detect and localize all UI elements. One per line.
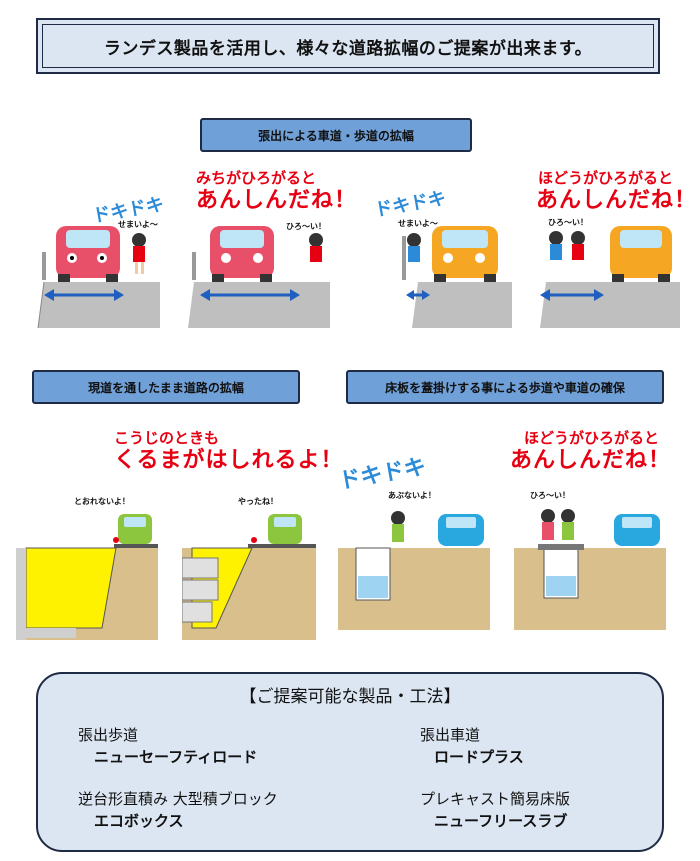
speech-bubble: とおれないよ！ [74,497,130,506]
product-category: プレキャスト簡易床版 [420,790,571,808]
scene-widened-road-pink-car [184,226,330,328]
scene-slab-after [514,509,666,630]
caption-line1: こうじのときも [114,429,220,447]
speech-bubble: ひろ〜い！ [530,491,570,500]
product-name: ロードプラス [434,748,524,766]
scene-road-construction-after [182,514,316,640]
page-title: ランデス製品を活用し、様々な道路拡幅のご提案が出来ます。 [42,24,654,68]
caption-line1: みちがひろがると [196,169,317,187]
caption-line1: ほどうがひろがると [538,169,674,187]
section-label-keep-road: 現道を通したまま道路の拡幅 [32,370,300,404]
header-banner: ランデス製品を活用し、様々な道路拡幅のご提案が出来ます。 [36,18,660,74]
speech-bubble: やったね！ [238,497,278,506]
speech-bubble: ひろ〜い！ [548,218,588,227]
speech-bubble: あぶないよ！ [388,491,436,500]
scene-widened-sidewalk-orange-car [534,226,680,328]
proposal-box: 【ご提案可能な製品・工法】 張出歩道 ニューセーフティロード 張出車道 ロードプ… [36,672,664,852]
product-name: ニューセーフティロード [94,748,258,766]
product-category: 張出車道 [420,726,481,744]
caption-line2: くるまがはしれるよ！ [114,448,344,473]
scene-road-construction-before [16,514,158,640]
product-name: ニューフリースラブ [434,812,568,830]
caption-line1: ほどうがひろがると [524,429,660,447]
scene-narrow-road-pink-car [14,226,160,328]
speech-bubble: ひろ〜い！ [286,222,326,231]
doki-doki-text: ドキドキ [336,454,428,495]
caption-line2: あんしんだね！ [536,188,698,213]
section-label-slab: 床板を蓋掛けする事による歩道や車道の確保 [346,370,664,404]
scene-narrow-sidewalk-orange-car [366,226,512,328]
caption-line2: あんしんだね！ [196,188,358,213]
speech-bubble: せまいよ〜 [118,220,158,229]
product-category: 逆台形直積み 大型積ブロック [78,790,278,808]
caption-line2: あんしんだね！ [510,448,672,473]
proposal-title: 【ご提案可能な製品・工法】 [239,687,461,707]
section-label-overhang: 張出による車道・歩道の拡幅 [200,118,472,152]
speech-bubble: せまいよ〜 [398,219,438,228]
product-category: 張出歩道 [78,726,139,744]
product-name: エコボックス [94,812,184,830]
scene-slab-before [338,511,490,630]
